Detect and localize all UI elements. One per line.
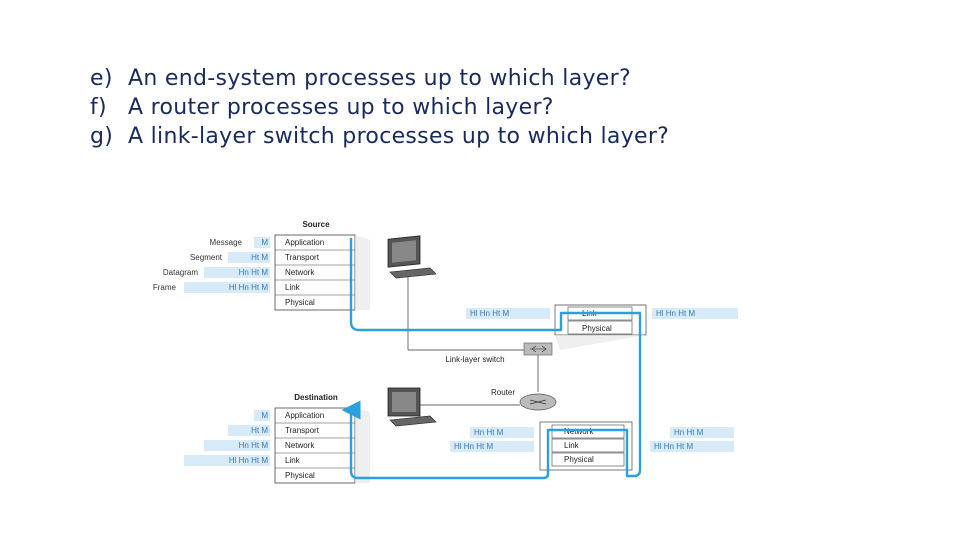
- router-layer-physical: Physical: [564, 455, 594, 464]
- source-layer-link: Link: [285, 283, 301, 292]
- destination-header-segment: Ht M: [251, 426, 268, 435]
- source-header-datagram: Hn Ht M: [239, 268, 269, 277]
- switch-stack: Link Physical: [554, 304, 647, 350]
- packet-path: [341, 238, 642, 480]
- pdu-name-message: Message: [210, 238, 243, 247]
- destination-header-datagram: Hn Ht M: [239, 441, 269, 450]
- switch-out-headers: Hl Hn Ht M: [656, 309, 695, 318]
- router-left-header-link: Hl Hn Ht M: [454, 442, 493, 451]
- router-layer-link: Link: [564, 441, 580, 450]
- source-header-message: M: [261, 238, 268, 247]
- question-g: g) A link-layer switch processes up to wh…: [90, 124, 669, 149]
- destination-header-message: M: [261, 411, 268, 420]
- switch-in-headers: Hl Hn Ht M: [470, 309, 509, 318]
- question-label: e): [90, 66, 113, 91]
- source-layer-transport: Transport: [285, 253, 320, 262]
- router-right-header-link: Hl Hn Ht M: [654, 442, 693, 451]
- source-layer-network: Network: [285, 268, 315, 277]
- question-e: e) An end-system processes up to which la…: [90, 66, 631, 91]
- destination-headers: M Ht M Hn Ht M Hl Hn Ht M: [184, 410, 270, 466]
- source-headers: M Ht M Hn Ht M Hl Hn Ht M: [184, 237, 270, 293]
- source-layer-application: Application: [285, 238, 324, 247]
- pdu-name-segment: Segment: [190, 253, 223, 262]
- switch-layer-physical: Physical: [582, 324, 612, 333]
- destination-layer-transport: Transport: [285, 426, 320, 435]
- question-text: A router processes up to which layer?: [128, 95, 554, 120]
- question-text: A link-layer switch processes up to whic…: [128, 124, 670, 149]
- pdu-name-datagram: Datagram: [163, 268, 198, 277]
- question-label: f): [90, 95, 107, 120]
- source-header-frame: Hl Hn Ht M: [229, 283, 268, 292]
- switch-icon: [523, 342, 553, 356]
- destination-layer-network: Network: [285, 441, 315, 450]
- destination-layer-physical: Physical: [285, 471, 315, 480]
- router-left-header-network: Hn Ht M: [474, 428, 504, 437]
- destination-computer-icon: [387, 387, 437, 427]
- question-f: f) A router processes up to which layer?: [90, 95, 554, 120]
- router-right-header-network: Hn Ht M: [674, 428, 704, 437]
- destination-layer-application: Application: [285, 411, 324, 420]
- question-label: g): [90, 124, 114, 149]
- destination-header-frame: Hl Hn Ht M: [229, 456, 268, 465]
- source-title: Source: [302, 220, 330, 229]
- question-text: An end-system processes up to which laye…: [128, 66, 631, 91]
- router-label: Router: [491, 388, 515, 397]
- source-layer-physical: Physical: [285, 298, 315, 307]
- router-layer-network: Network: [564, 427, 594, 436]
- pdu-names: Message Segment Datagram Frame: [153, 238, 243, 292]
- router-icon: [519, 393, 557, 411]
- source-stack: Application Transport Network Link Physi…: [274, 234, 356, 311]
- source-computer-icon: [387, 235, 437, 279]
- destination-layer-link: Link: [285, 456, 301, 465]
- switch-label: Link-layer switch: [445, 355, 504, 364]
- destination-stack: Application Transport Network Link Physi…: [274, 407, 356, 484]
- destination-title: Destination: [294, 393, 338, 402]
- pdu-name-frame: Frame: [153, 283, 177, 292]
- source-header-segment: Ht M: [251, 253, 268, 262]
